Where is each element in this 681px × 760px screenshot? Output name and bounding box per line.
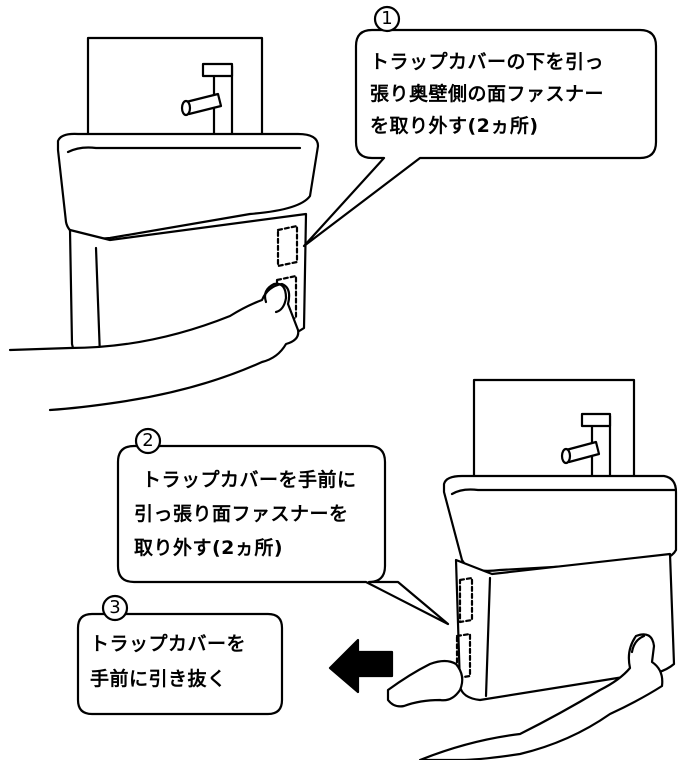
callout-step-3 <box>76 594 284 716</box>
fastener-patch-bottom-2 <box>455 632 472 680</box>
step-3-line-1: トラップカバーを <box>90 633 247 655</box>
step-1-line-3: を取り外す(2ヵ所) <box>370 115 539 137</box>
top-illustration <box>8 36 320 412</box>
step-2-badge <box>134 427 162 455</box>
fastener-patch-bottom-1 <box>458 576 474 624</box>
step-1-number: 1 <box>381 8 393 29</box>
callout-step-1 <box>302 5 658 248</box>
hand-bottom-right <box>418 633 664 760</box>
step-1-line-2: 張り奥壁側の面ファスナー <box>370 83 605 105</box>
faucet-icon <box>180 62 234 154</box>
step-2-line-2: 引っ張り面ファスナーを <box>134 503 349 525</box>
bottom-illustration <box>386 378 678 760</box>
step-2-line-3: 取り外す(2ヵ所) <box>134 537 284 559</box>
step-1-line-1: トラップカバーの下を引っ <box>370 51 605 73</box>
hand-top <box>8 282 300 412</box>
step-3-badge <box>101 594 129 622</box>
step-3-number: 3 <box>109 597 121 618</box>
step-3-line-2: 手前に引き抜く <box>90 668 227 690</box>
step-2-number: 2 <box>142 430 154 451</box>
hand-bottom-left <box>386 659 464 708</box>
step-2-line-1: トラップカバーを手前に <box>142 469 357 491</box>
step-1-badge <box>373 5 401 33</box>
fastener-patch-top-1 <box>276 224 299 268</box>
callout-step-2 <box>116 427 450 626</box>
arrow-left-icon <box>328 638 394 694</box>
